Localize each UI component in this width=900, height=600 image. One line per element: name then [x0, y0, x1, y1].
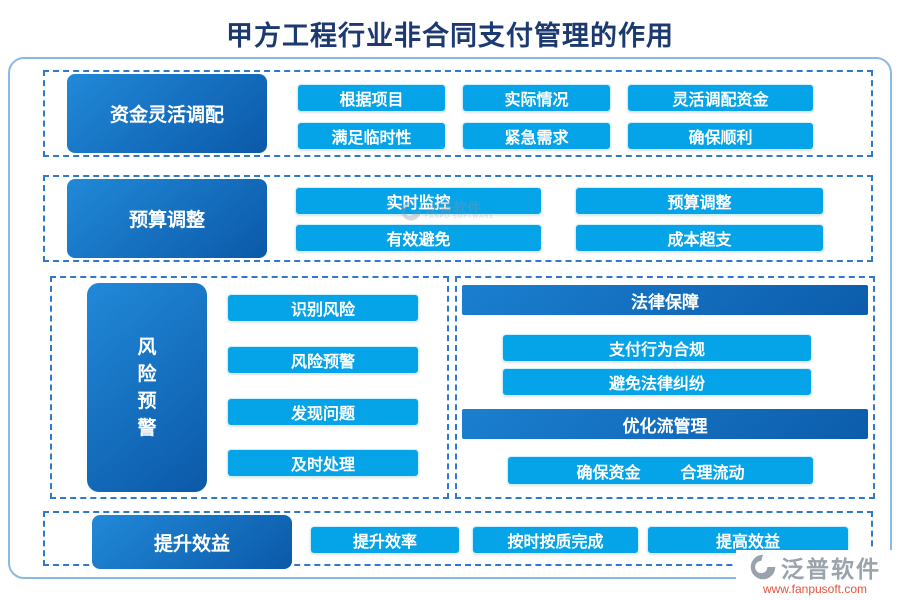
- risk-label-char: 风: [137, 336, 157, 358]
- outer-frame: [8, 57, 892, 579]
- node-linghuo-diaopei: 灵活调配资金: [627, 84, 814, 112]
- group-risk: 风 险 预 警 识别风险 风险预警 发现问题 及时处理: [50, 276, 449, 499]
- node-anshi-anzhi: 按时按质完成: [472, 526, 639, 554]
- node-manzu-linshixing: 满足临时性: [297, 122, 446, 150]
- logo-brand-text: 泛普软件: [781, 556, 881, 582]
- group-legal-flow: 法律保障 支付行为合规 避免法律纠纷 优化流管理 确保资金 合理流动: [455, 276, 875, 499]
- node-jishi-chuli: 及时处理: [227, 449, 419, 477]
- node-quebao-zijin: 确保资金: [576, 464, 641, 482]
- risk-label-char: 预: [137, 390, 157, 412]
- node-jinji-xuqiu: 紧急需求: [462, 122, 611, 150]
- benefit-label-block: 提升效益: [92, 515, 292, 569]
- budget-label-block: 预算调整: [67, 179, 267, 258]
- group-budget: 预算调整 实时监控 预算调整 有效避免 成本超支: [43, 175, 873, 262]
- node-shishi-jiankong: 实时监控: [295, 187, 542, 215]
- group-funding: 资金灵活调配 根据项目 实际情况 灵活调配资金 满足临时性 紧急需求 确保顺利: [43, 70, 873, 157]
- node-youxiao-bimian: 有效避免: [295, 224, 542, 252]
- risk-label-char: 警: [137, 417, 157, 439]
- node-zhifu-heyue: 支付行为合规: [502, 334, 812, 362]
- node-bimian-jiufen: 避免法律纠纷: [502, 368, 812, 396]
- logo-swoosh-icon: [750, 554, 776, 580]
- node-fengxian-yujing: 风险预警: [227, 346, 419, 374]
- node-genju-xiangmu: 根据项目: [297, 84, 446, 112]
- node-yusuan-tiaozheng: 预算调整: [575, 187, 824, 215]
- node-zijin-liudong: 确保资金 合理流动: [507, 456, 814, 485]
- node-faxian-wenti: 发现问题: [227, 398, 419, 426]
- node-quebao-shunli: 确保顺利: [627, 122, 814, 150]
- flow-header-bar: 优化流管理: [462, 409, 868, 439]
- group-benefit: 提升效益 提升效率 按时按质完成 提高效益: [43, 511, 873, 569]
- risk-label-block: 风 险 预 警: [87, 283, 207, 492]
- risk-label-char: 险: [137, 363, 157, 385]
- node-chengben-chaozhi: 成本超支: [575, 224, 824, 252]
- node-shibie-fengxian: 识别风险: [227, 294, 419, 322]
- page-title: 甲方工程行业非合同支付管理的作用: [226, 21, 674, 51]
- node-tisheng-xiaolv: 提升效率: [310, 526, 460, 554]
- logo-url-text: www.fanpusoft.com: [762, 582, 868, 596]
- legal-header-bar: 法律保障: [462, 285, 868, 315]
- funding-label-block: 资金灵活调配: [67, 74, 267, 153]
- brand-logo: 泛普软件 www.fanpusoft.com: [736, 550, 894, 596]
- node-heli-liudong: 合理流动: [680, 464, 745, 482]
- node-shiji-qingkuang: 实际情况: [462, 84, 611, 112]
